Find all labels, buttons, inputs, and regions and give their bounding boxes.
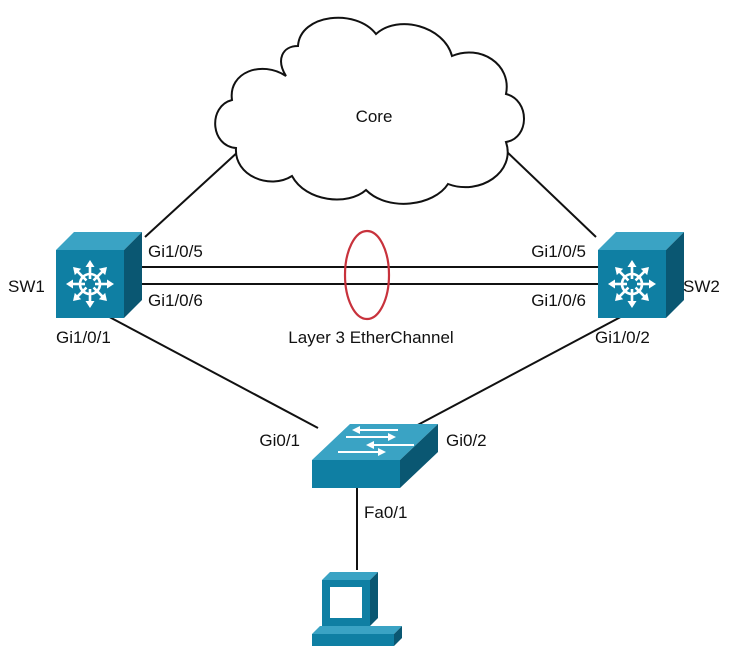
sw1-gi106-label: Gi1/0/6: [148, 291, 203, 310]
sw1-label: SW1: [8, 277, 45, 296]
sw2-gi105-label: Gi1/0/5: [531, 242, 586, 261]
core-label: Core: [356, 107, 393, 126]
multilayer-switch-icon: [598, 232, 684, 318]
sw2-gi102-label: Gi1/0/2: [595, 328, 650, 347]
access-fa01-label: Fa0/1: [364, 503, 407, 522]
sw2-label: SW2: [683, 277, 720, 296]
sw2-gi106-label: Gi1/0/6: [531, 291, 586, 310]
pc-icon: [312, 572, 402, 646]
etherchannel-label: Layer 3 EtherChannel: [288, 328, 453, 347]
link-sw2-core: [504, 149, 597, 238]
access-gi02-label: Gi0/2: [446, 431, 487, 450]
link-sw1-access: [99, 311, 319, 429]
sw1-gi101-label: Gi1/0/1: [56, 328, 111, 347]
workgroup-switch-icon: [312, 424, 438, 488]
link-sw1-core: [144, 149, 241, 238]
multilayer-switch-icon: [56, 232, 142, 318]
access-gi01-label: Gi0/1: [259, 431, 300, 450]
link-sw2-access: [411, 311, 631, 429]
cloud-icon: [214, 16, 525, 205]
sw1-gi105-label: Gi1/0/5: [148, 242, 203, 261]
etherchannel-ellipse: [343, 229, 391, 321]
